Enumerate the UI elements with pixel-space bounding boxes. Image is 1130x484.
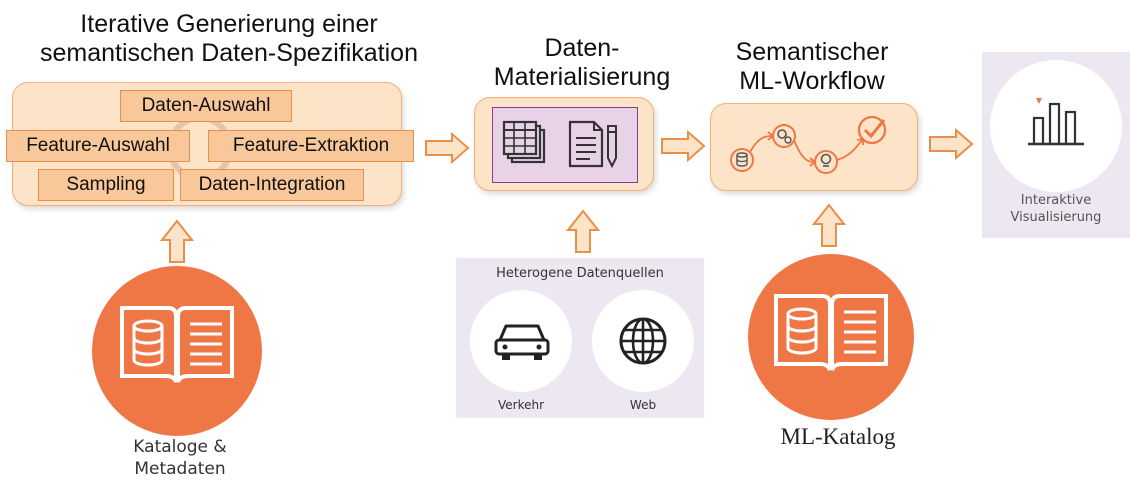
chip-feature-extraktion: Feature-Extraktion: [208, 130, 414, 162]
spreadsheet-icon: [502, 120, 546, 164]
chip-feature-auswahl: Feature-Auswahl: [6, 130, 190, 162]
chip-daten-auswahl: Daten-Auswahl: [120, 90, 292, 122]
stage3-title-line1: Semantischer: [735, 38, 889, 66]
data-sources-title: Heterogene Datenquellen: [496, 266, 664, 281]
stage2-title-line2: Materialisierung: [493, 63, 671, 91]
catalog-left-label-line1: Kataloge &: [133, 437, 227, 457]
arrow-up-3: [812, 203, 846, 247]
stage3-title-line2: ML-Workflow: [739, 67, 885, 95]
visualization-circle: [990, 60, 1122, 192]
visualization-label: Interaktive Visualisierung: [982, 192, 1130, 226]
arrow-right-3: [929, 128, 974, 160]
bar-chart-icon: [1028, 98, 1084, 146]
stage1-title: Iterative Generierung einer semantischen…: [0, 10, 458, 68]
stage1-title-line1: Iterative Generierung einer: [80, 10, 378, 38]
catalog-left-label: Kataloge & Metadaten: [100, 436, 260, 480]
arrow-up-2: [566, 209, 600, 253]
stage1-title-line2: semantischen Daten-Spezifikation: [40, 39, 418, 67]
ml-catalog-label: ML-Katalog: [780, 424, 896, 449]
globe-icon: [619, 317, 667, 365]
document-pen-icon: [568, 120, 617, 169]
stage2-title: Daten- Materialisierung: [470, 34, 694, 92]
arrow-right-1: [425, 132, 470, 164]
visualization-label-line2: Visualisierung: [1010, 210, 1102, 225]
stage2-title-line1: Daten-: [544, 34, 620, 62]
chip-daten-integration: Daten-Integration: [180, 169, 364, 201]
ml-workflow-icon: [730, 115, 887, 174]
ml-workflow-box: [710, 103, 918, 191]
arrow-right-2: [661, 130, 706, 162]
car-icon: [494, 324, 550, 360]
stage3-title: Semantischer ML-Workflow: [704, 38, 920, 96]
source-traffic-label: Verkehr: [497, 398, 545, 412]
arrow-up-1: [160, 219, 194, 263]
catalog-book-icon: [120, 306, 234, 383]
catalog-left-label-line2: Metadaten: [134, 459, 226, 479]
visualization-label-line1: Interaktive: [1020, 193, 1092, 208]
chip-sampling: Sampling: [38, 169, 174, 201]
source-web-label: Web: [629, 398, 657, 412]
ml-catalog-book-icon: [774, 294, 888, 371]
